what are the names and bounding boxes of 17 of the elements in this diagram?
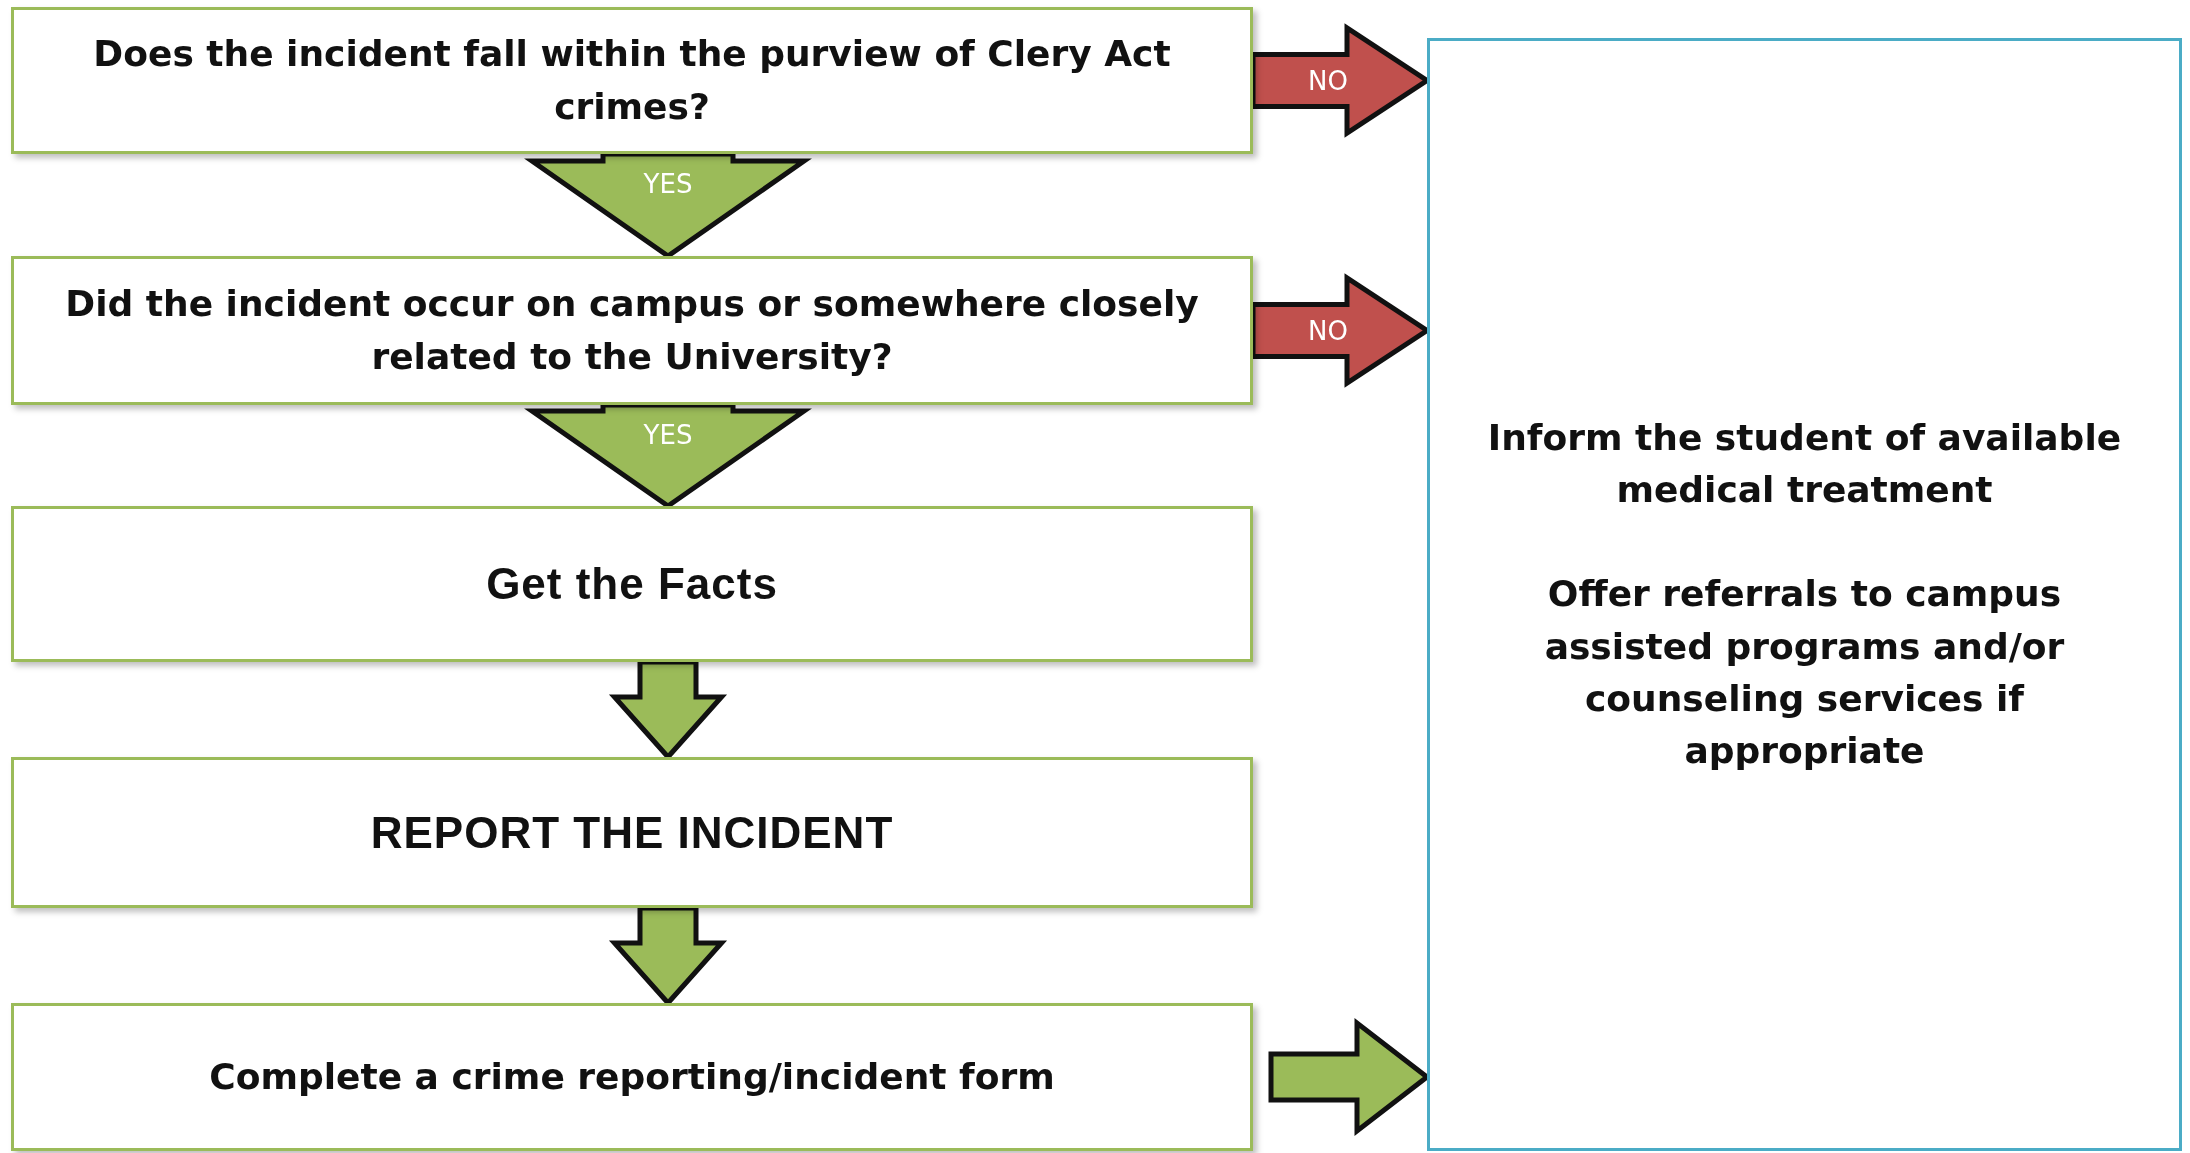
edge-label: YES	[643, 420, 693, 450]
box-text: Did the incident occur on campus or somewhere closely related to the University?	[64, 282, 1200, 379]
box-text: Does the incident fall within the purview of Clery Act crimes?	[92, 32, 1172, 129]
box-text: Inform the student of available medical treatment	[1486, 415, 2123, 513]
box-text: REPORT THE INCIDENT	[369, 806, 895, 859]
process-box	[11, 256, 1253, 405]
process-box	[11, 506, 1253, 662]
edge-label: NO	[1308, 315, 1348, 346]
process-box	[11, 7, 1253, 154]
box-text: Get the Facts	[485, 558, 779, 611]
process-box	[11, 1003, 1253, 1151]
box-text: Complete a crime reporting/incident form	[208, 1054, 1056, 1099]
box-text: Offer referrals to campus assisted programs and/or counseling services if appropriate	[1543, 572, 2066, 773]
process-box	[11, 757, 1253, 908]
edge-label: NO	[1308, 65, 1348, 96]
info-box	[1427, 38, 2182, 1151]
edge-label: YES	[643, 169, 693, 199]
